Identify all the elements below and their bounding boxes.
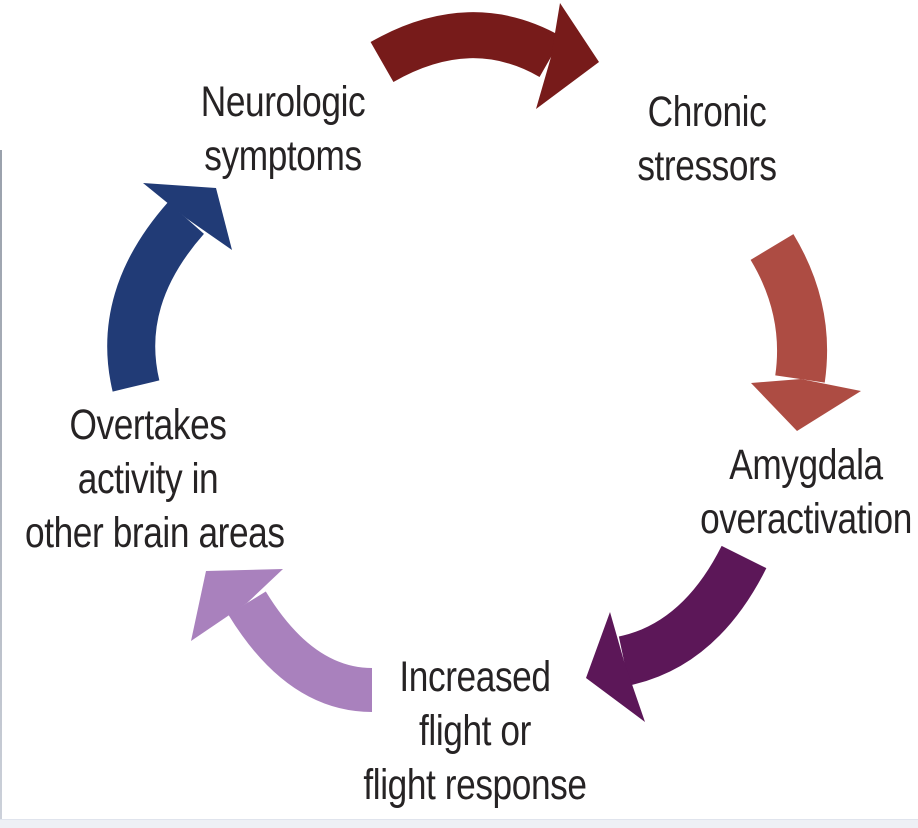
arrow-body xyxy=(228,591,373,712)
window-edge-line xyxy=(0,150,2,820)
node-label-line: other brain areas xyxy=(25,509,285,557)
arrow-body xyxy=(370,12,563,83)
node-label-line: stressors xyxy=(637,142,777,190)
arrow-amygdala-to-flight xyxy=(586,545,767,722)
node-label-line: Neurologic xyxy=(200,78,366,126)
node-label-line: activity in xyxy=(77,455,219,503)
node-amygdala-overactivation: Amygdala overactivation xyxy=(683,438,918,546)
node-increased-flight-response: Increased flight or flight response xyxy=(352,650,598,812)
arrow-body xyxy=(107,202,205,392)
arrow-body xyxy=(750,234,827,383)
arrow-head-icon xyxy=(191,569,283,641)
arrow-flight-to-overtakes xyxy=(191,569,373,712)
arrow-overtakes-to-neurologic xyxy=(107,183,232,392)
node-overtakes-brain-areas: Overtakes activity in other brain areas xyxy=(25,398,285,560)
bottom-strip xyxy=(0,819,918,828)
node-chronic-stressors: Chronic stressors xyxy=(584,85,830,193)
arrow-head-icon xyxy=(586,612,645,722)
node-label-line: Overtakes xyxy=(69,401,227,449)
node-label-line: Chronic xyxy=(647,88,767,136)
arrow-neurologic-to-chronic xyxy=(370,3,599,109)
arrow-head-icon xyxy=(536,3,599,109)
arrow-chronic-to-amygdala xyxy=(750,234,861,431)
arrow-body xyxy=(618,545,767,686)
node-label-line: Amygdala xyxy=(729,441,883,489)
node-label-line: overactivation xyxy=(700,495,912,543)
node-label-line: symptoms xyxy=(204,132,362,180)
node-label-line: flight or xyxy=(419,707,531,755)
arrow-head-icon xyxy=(751,379,861,431)
arrow-head-icon xyxy=(143,183,232,250)
node-neurologic-symptoms: Neurologic symptoms xyxy=(160,75,406,183)
node-label-line: Increased xyxy=(399,653,551,701)
node-label-line: flight response xyxy=(363,761,587,809)
